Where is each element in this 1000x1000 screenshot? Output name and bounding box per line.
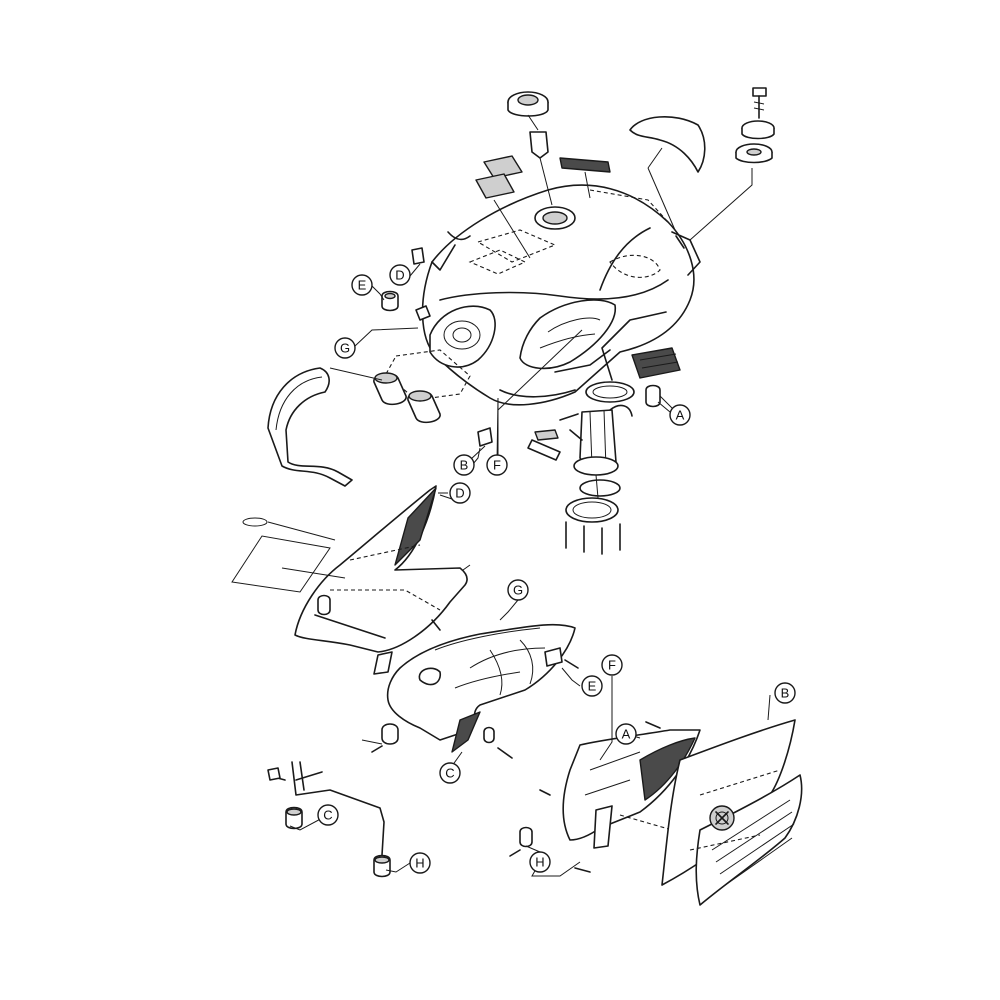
callout-d-top: D <box>389 264 411 286</box>
tank-side-panel <box>509 721 771 873</box>
tank-gasket <box>585 311 681 413</box>
callout-g-top: G <box>334 337 356 359</box>
svg-text:H: H <box>535 855 544 870</box>
callout-e-top: E <box>351 274 373 296</box>
svg-text:C: C <box>323 808 332 823</box>
svg-text:G: G <box>513 583 523 598</box>
tank-left-hardware <box>381 231 471 321</box>
callout-f-lower: F <box>601 654 623 676</box>
callout-b-lower: B <box>774 682 796 704</box>
front-side-cover <box>231 485 471 675</box>
dampers <box>329 349 471 424</box>
svg-text:D: D <box>395 268 404 283</box>
svg-text:H: H <box>415 856 424 871</box>
svg-text:A: A <box>676 408 685 423</box>
callout-c-left: C <box>317 804 339 826</box>
svg-text:C: C <box>445 766 454 781</box>
svg-text:F: F <box>608 658 616 673</box>
tank-lower-hardware <box>469 329 583 462</box>
stay-bracket <box>267 761 391 878</box>
callout-h-left: H <box>409 852 431 874</box>
callout-d-mid: D <box>449 482 471 504</box>
callout-f-top: F <box>486 454 508 476</box>
tank-cover <box>629 115 706 231</box>
tank-decals <box>475 155 611 259</box>
callout-g-mid: G <box>507 579 529 601</box>
svg-text:B: B <box>460 458 469 473</box>
svg-text:E: E <box>358 278 367 293</box>
svg-text:F: F <box>493 458 501 473</box>
callout-a-lower: A <box>615 723 637 745</box>
callout-h-right: H <box>529 851 551 873</box>
rear-side-cover <box>361 619 579 759</box>
svg-text:D: D <box>455 486 464 501</box>
svg-text:B: B <box>781 686 790 701</box>
svg-text:A: A <box>622 727 631 742</box>
svg-text:G: G <box>340 341 350 356</box>
fuel-cap <box>507 91 553 206</box>
callout-c-mid: C <box>439 762 461 784</box>
rubber-seal <box>267 367 353 487</box>
callout-b-top: B <box>453 454 475 476</box>
callout-a-top: A <box>669 404 691 426</box>
mount-bolt <box>689 87 775 241</box>
tank-side-cover-right <box>661 719 803 906</box>
fuel-pump <box>527 404 633 555</box>
svg-text:E: E <box>588 679 597 694</box>
fuel-tank <box>421 184 701 406</box>
callout-e-mid: E <box>581 675 603 697</box>
